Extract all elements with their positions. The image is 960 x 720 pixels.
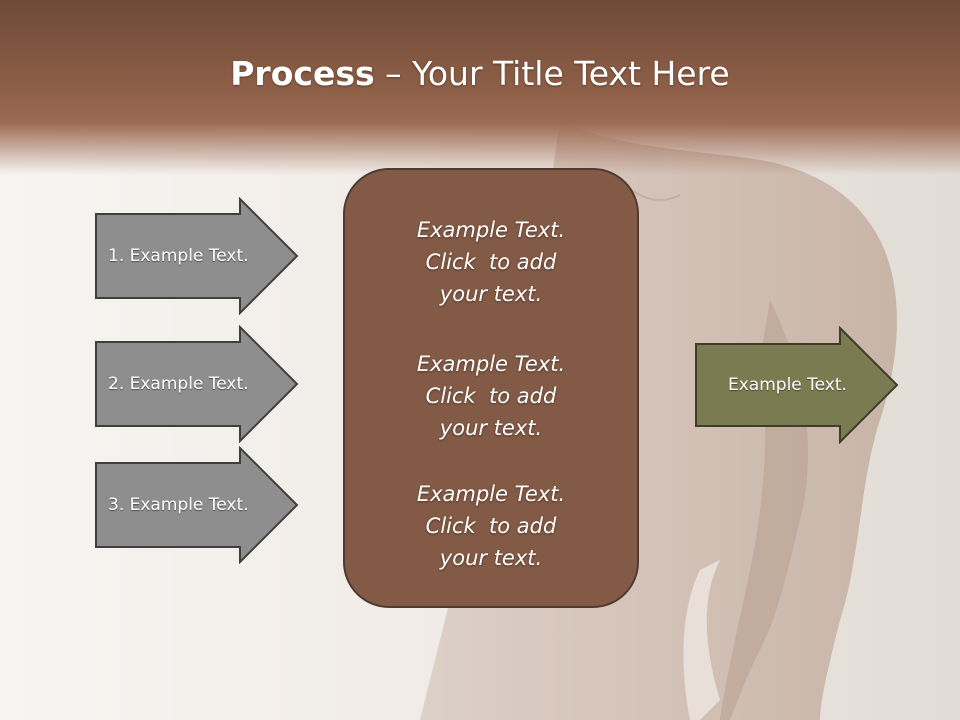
title-bold: Process bbox=[230, 54, 375, 93]
arrow-label: 2. Example Text. bbox=[108, 374, 249, 394]
arrow-shape bbox=[95, 446, 299, 564]
left-arrow-3[interactable]: 3. Example Text. bbox=[94, 446, 300, 564]
block-line: Example Text. bbox=[416, 352, 566, 376]
arrow-label: 1. Example Text. bbox=[108, 246, 249, 266]
center-content-box[interactable]: Example Text. Click to add your text. Ex… bbox=[343, 168, 639, 608]
arrow-shape bbox=[95, 325, 299, 443]
block-line: Example Text. bbox=[416, 482, 566, 506]
arrow-shape bbox=[95, 197, 299, 315]
arrow-shape bbox=[695, 326, 899, 444]
center-text-block-3[interactable]: Example Text. Click to add your text. bbox=[345, 478, 637, 574]
left-arrow-1[interactable]: 1. Example Text. bbox=[94, 197, 300, 315]
block-line: your text. bbox=[439, 416, 543, 440]
arrow-label: 3. Example Text. bbox=[108, 495, 249, 515]
right-arrow[interactable]: Example Text. bbox=[694, 326, 900, 444]
center-text-block-2[interactable]: Example Text. Click to add your text. bbox=[345, 348, 637, 444]
title-rest: Your Title Text Here bbox=[412, 54, 730, 93]
block-line: Example Text. bbox=[416, 218, 566, 242]
left-arrow-2[interactable]: 2. Example Text. bbox=[94, 325, 300, 443]
arrow-label: Example Text. bbox=[728, 375, 847, 395]
block-line: Click to add bbox=[425, 384, 557, 408]
block-line: Click to add bbox=[425, 250, 557, 274]
title-band bbox=[0, 0, 960, 175]
slide-title[interactable]: Process – Your Title Text Here bbox=[0, 54, 960, 94]
center-text-block-1[interactable]: Example Text. Click to add your text. bbox=[345, 214, 637, 310]
block-line: Click to add bbox=[425, 514, 557, 538]
block-line: your text. bbox=[439, 546, 543, 570]
block-line: your text. bbox=[439, 282, 543, 306]
title-separator: – bbox=[374, 54, 413, 93]
